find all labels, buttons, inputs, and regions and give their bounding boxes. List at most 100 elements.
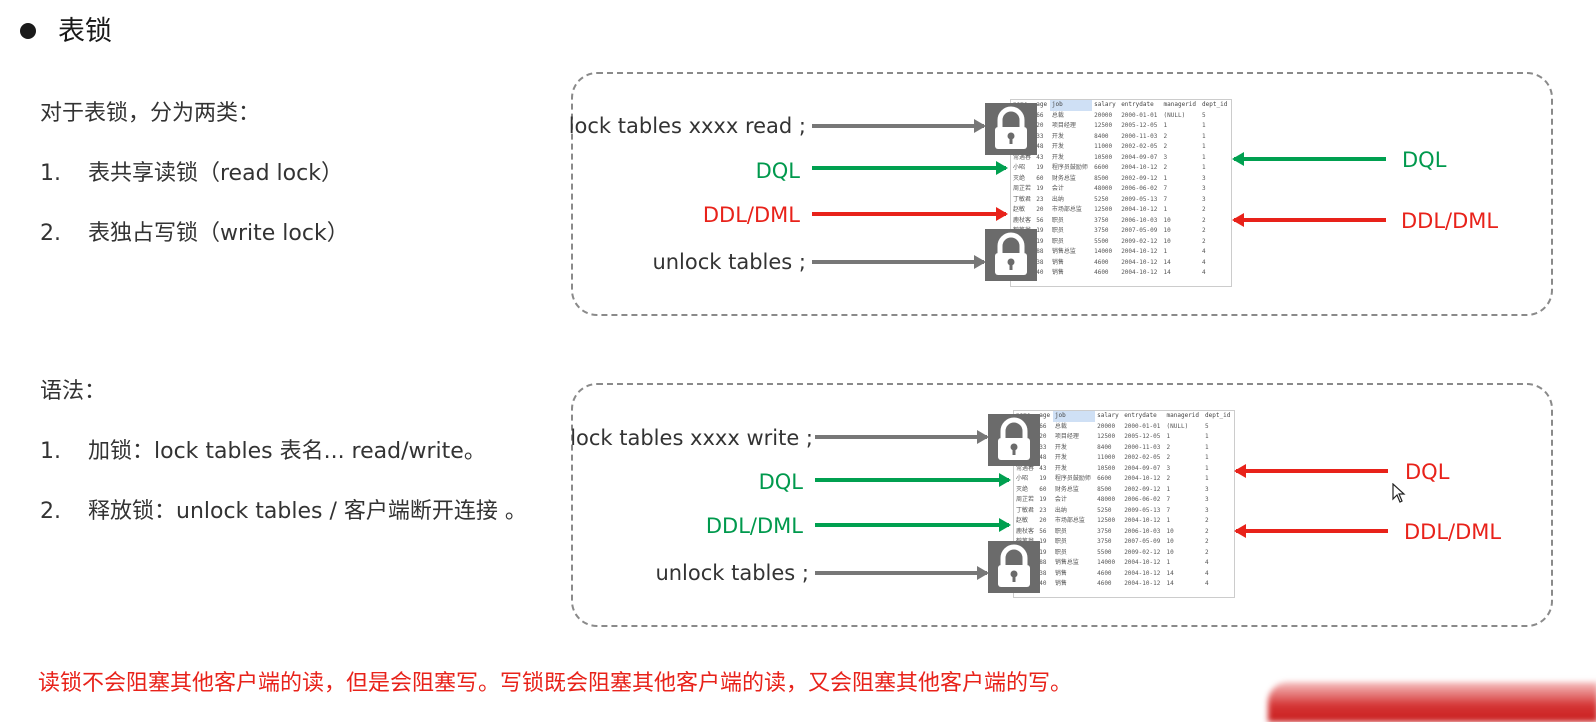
- table-cell: 3: [1202, 174, 1206, 182]
- table-cell: 2: [1163, 132, 1168, 140]
- table-cell: 14: [1166, 569, 1174, 577]
- table-cell: 10500: [1097, 464, 1116, 472]
- table-cell: 4: [1205, 559, 1209, 566]
- table-cell: 11000: [1097, 454, 1116, 461]
- table-cell: 5250: [1094, 195, 1109, 203]
- column-header: job: [1049, 100, 1093, 111]
- table-cell: 1: [1202, 143, 1206, 150]
- table-cell: 3: [1166, 464, 1171, 472]
- table-cell: 2000-01-01: [1124, 422, 1161, 430]
- syntax-text: 释放锁：unlock tables / 客户端断开连接 。: [88, 499, 527, 524]
- table-cell: 2000-01-01: [1121, 111, 1158, 119]
- table-cell: 12500: [1097, 517, 1116, 524]
- table-cell: 程序员鼓励师: [1051, 164, 1088, 171]
- column-header: age: [1039, 412, 1051, 419]
- table-cell: 60: [1036, 174, 1044, 182]
- table-cell: 1: [1163, 206, 1168, 213]
- table-cell: 总裁: [1054, 422, 1067, 430]
- type-item-write: 2.表独占写锁（write lock）: [40, 218, 349, 250]
- table-cell: 职员: [1054, 548, 1067, 556]
- table-cell: 3750: [1094, 216, 1109, 224]
- table-cell: 职员: [1051, 237, 1064, 245]
- table-cell: 1: [1166, 517, 1171, 524]
- left-ddl-label: DDL/DML: [702, 203, 800, 227]
- table-cell: (NULL): [1166, 422, 1189, 430]
- table-cell: 2: [1202, 206, 1206, 213]
- table-cell: 2: [1166, 454, 1171, 461]
- left-ddl-label: DDL/DML: [705, 514, 803, 538]
- table-cell: 2009-05-13: [1121, 195, 1158, 203]
- table-row: 金庸66总裁200002000-01-01(NULL)5: [1011, 111, 1231, 122]
- column-header: entrydate: [1121, 101, 1154, 108]
- lock-arrow: [812, 119, 986, 133]
- table-cell: 1: [1166, 559, 1171, 566]
- table-cell: 2004-10-12: [1124, 569, 1161, 577]
- table-cell: 20: [1036, 122, 1044, 129]
- table-cell: 项目经理: [1051, 122, 1076, 129]
- table-cell: 40: [1039, 580, 1047, 587]
- table-cell: 4: [1202, 248, 1206, 255]
- table-header-row: name age job salary entrydate managerid …: [1014, 411, 1234, 422]
- table-cell: 19: [1039, 496, 1047, 503]
- table-cell: 2004-10-12: [1121, 164, 1158, 171]
- table-cell: 财务总监: [1054, 485, 1079, 493]
- table-cell: 丁敏君: [1016, 506, 1035, 514]
- table-cell: 14000: [1097, 559, 1116, 566]
- table-cell: 灭绝: [1013, 174, 1026, 182]
- table-cell: 销售: [1054, 580, 1067, 587]
- table-cell: 2004-10-12: [1121, 206, 1158, 213]
- table-cell: 鹿杖客: [1013, 216, 1032, 224]
- padlock-icon: [988, 414, 1040, 466]
- column-header: salary: [1097, 412, 1119, 419]
- bullet-dot: [20, 23, 36, 39]
- syntax-item-unlock: 2.释放锁：unlock tables / 客户端断开连接 。: [40, 496, 527, 528]
- table-cell: 出纳: [1054, 506, 1067, 514]
- column-header: managerid: [1163, 101, 1197, 108]
- ddl-arrow: [815, 518, 1011, 532]
- column-header: managerid: [1166, 412, 1200, 419]
- table-cell: 2004-09-07: [1121, 153, 1158, 161]
- table-cell: 职员: [1051, 216, 1064, 224]
- type-number: 1.: [40, 161, 61, 186]
- table-cell: 10: [1163, 216, 1171, 224]
- table-cell: 3: [1163, 153, 1168, 161]
- table-cell: 市场部总监: [1051, 206, 1082, 213]
- summary-note: 读锁不会阻塞其他客户端的读，但是会阻塞写。写锁既会阻塞其他客户端的读，又会阻塞其…: [38, 671, 1073, 696]
- table-cell: 2: [1205, 538, 1209, 545]
- table-cell: 4600: [1094, 258, 1109, 266]
- table-cell: 10500: [1094, 153, 1113, 161]
- table-cell: 88: [1036, 248, 1044, 255]
- table-cell: 程序员鼓励师: [1054, 475, 1091, 482]
- table-cell: 周芷若: [1013, 185, 1032, 192]
- ddl-blocked-arrow: [812, 207, 1008, 221]
- table-cell: 2: [1166, 443, 1171, 451]
- table-cell: 2000-11-03: [1124, 443, 1161, 451]
- table-cell: 48: [1036, 143, 1044, 150]
- table-cell: 开发: [1054, 443, 1067, 451]
- table-cell: 2002-09-12: [1121, 174, 1158, 182]
- table-cell: 7: [1163, 195, 1168, 203]
- table-cell: 1: [1205, 475, 1209, 482]
- syntax-text: 加锁：lock tables 表名... read/write。: [88, 439, 486, 464]
- table-cell: 2002-09-12: [1124, 485, 1161, 493]
- table-cell: 常遇春: [1016, 464, 1035, 472]
- table-cell: 2006-10-03: [1121, 216, 1158, 224]
- table-cell: 7: [1166, 506, 1171, 514]
- table-cell: 20000: [1097, 422, 1116, 430]
- table-cell: (NULL): [1163, 111, 1186, 119]
- table-cell: 2004-10-12: [1121, 248, 1158, 255]
- table-cell: 2006-06-02: [1124, 496, 1161, 503]
- table-cell: 2000-11-03: [1121, 132, 1158, 140]
- table-cell: 2005-12-05: [1121, 122, 1158, 129]
